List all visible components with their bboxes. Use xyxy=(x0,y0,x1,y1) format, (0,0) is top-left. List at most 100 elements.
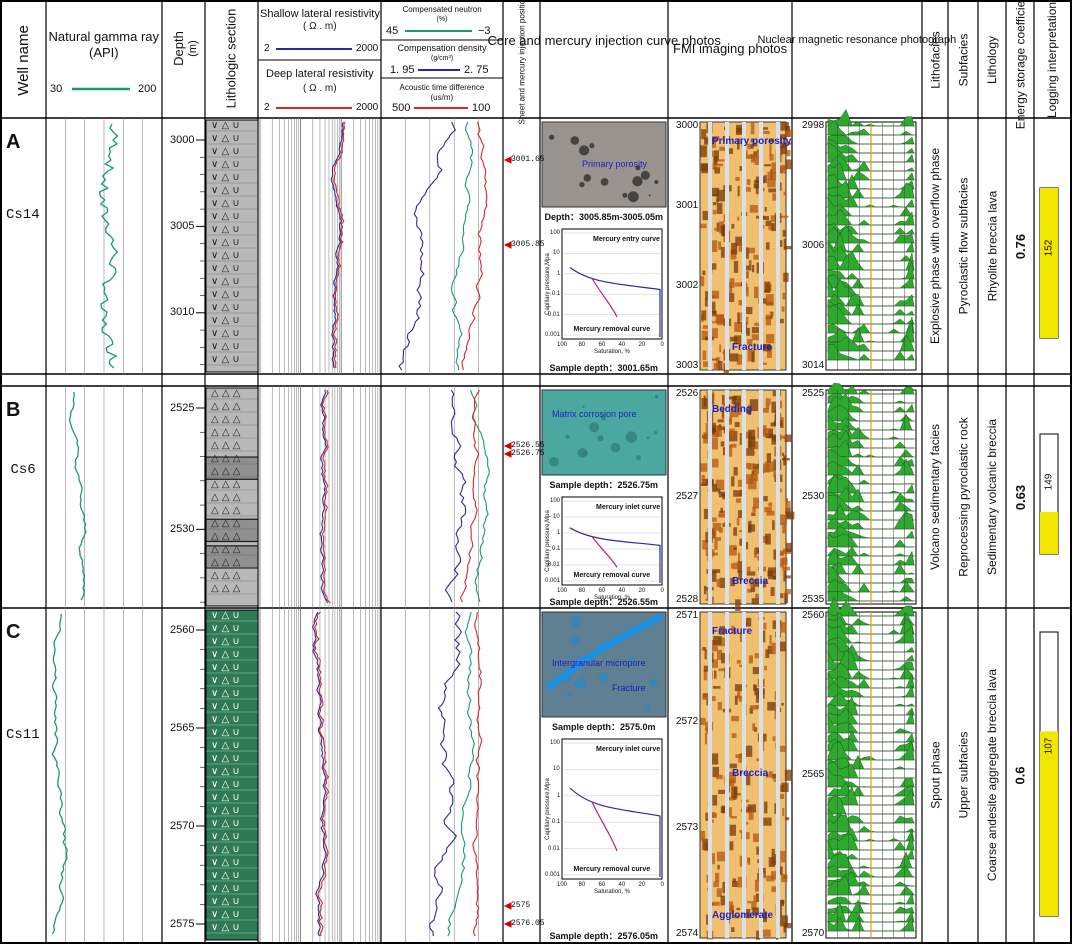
fmi-texture xyxy=(783,570,787,582)
fmi-texture xyxy=(749,153,755,159)
mercury-x-tick: 80 xyxy=(578,882,586,888)
fmi-texture xyxy=(748,520,752,533)
lithology-symbol: ∨ △ ∪ xyxy=(211,675,240,686)
fmi-texture xyxy=(780,850,787,863)
fmi-texture xyxy=(700,145,707,158)
fmi-texture xyxy=(715,872,720,883)
fmi-texture xyxy=(752,506,756,512)
fmi-texture xyxy=(784,769,793,781)
fmi-texture xyxy=(733,260,739,273)
acoustic-curve xyxy=(472,611,483,937)
fmi-texture xyxy=(711,596,714,605)
nmr-depth: 2565 xyxy=(802,769,825,780)
fmi-texture xyxy=(715,479,725,491)
nmr-depth: 2525 xyxy=(802,388,825,399)
fmi-texture xyxy=(764,801,768,814)
fmi-texture xyxy=(700,163,709,172)
fmi-texture xyxy=(747,857,751,863)
fmi-texture xyxy=(779,745,786,752)
fmi-texture xyxy=(774,414,777,424)
lithology-symbol: △ △ △ xyxy=(211,557,241,568)
fmi-texture xyxy=(714,227,718,231)
fmi-texture xyxy=(726,901,734,912)
fmi-texture xyxy=(732,562,739,570)
fmi-texture xyxy=(767,570,773,577)
fmi-texture xyxy=(710,853,716,865)
fmi-texture xyxy=(721,225,727,237)
lithology-symbol: △ △ △ xyxy=(211,492,241,503)
fmi-texture xyxy=(701,398,710,410)
lithology-symbol: ∨ △ ∪ xyxy=(211,172,240,183)
fmi-texture xyxy=(731,563,734,569)
core-texture xyxy=(578,145,590,156)
mercury-legend: Mercury removal curve xyxy=(573,865,651,873)
density-curve xyxy=(398,121,456,371)
lithology-symbol: ∨ △ ∪ xyxy=(211,159,240,170)
fmi-pad-gap xyxy=(759,390,763,604)
fmi-depth: 3002 xyxy=(676,280,699,291)
nmr-spectrum xyxy=(827,893,915,905)
fmi-texture xyxy=(745,474,754,484)
fmi-pad-gap xyxy=(708,612,712,938)
lithology-symbol: △ △ △ xyxy=(211,466,241,477)
mercury-y-tick: 100 xyxy=(550,740,561,746)
nmr-spectrum xyxy=(827,550,915,566)
fmi-texture xyxy=(716,222,720,232)
fmi-texture xyxy=(717,419,724,423)
fmi-texture xyxy=(726,282,733,293)
interpretation-value: 149 xyxy=(1042,473,1054,491)
lithology-symbol: ∨ △ ∪ xyxy=(211,133,240,144)
fmi-texture xyxy=(771,401,779,413)
fmi-texture xyxy=(710,310,717,317)
core-texture xyxy=(583,174,592,182)
fmi-texture xyxy=(712,795,718,806)
header-lithofacies: Lithofacies xyxy=(928,31,943,89)
fmi-texture xyxy=(765,403,770,410)
position-value: 3001.65 xyxy=(511,155,545,164)
lithology-symbol: △ △ △ xyxy=(211,414,241,425)
fmi-texture xyxy=(705,547,709,556)
fmi-texture xyxy=(736,354,743,365)
header-lithologic: Lithologic section xyxy=(223,8,239,108)
fmi-texture xyxy=(722,402,726,407)
nmr-spectrum xyxy=(827,382,915,395)
fmi-texture xyxy=(713,488,721,492)
mercury-x-tick: 60 xyxy=(598,882,606,888)
fmi-texture xyxy=(702,478,709,486)
core-texture xyxy=(610,442,621,453)
fmi-texture xyxy=(781,702,784,706)
fmi-texture xyxy=(738,510,746,518)
fmi-pad-gap xyxy=(742,390,746,604)
fmi-texture xyxy=(771,854,779,866)
fmi-texture xyxy=(730,578,735,587)
mercury-y-tick: 100 xyxy=(550,498,561,504)
fmi-texture xyxy=(769,634,772,645)
fmi-texture xyxy=(700,276,705,287)
core-texture xyxy=(632,176,643,187)
mercury-legend: Mercury removal curve xyxy=(573,325,651,333)
fmi-texture xyxy=(766,875,775,882)
nmr-depth: 2560 xyxy=(802,610,825,621)
fmi-texture xyxy=(781,557,788,566)
fmi-texture xyxy=(734,695,738,705)
fmi-texture xyxy=(705,291,709,300)
fmi-texture xyxy=(783,191,787,196)
fmi-texture xyxy=(728,771,736,784)
fmi-texture xyxy=(771,886,780,893)
shallow-resistivity-curve xyxy=(330,121,344,369)
fmi-texture xyxy=(749,707,753,714)
fmi-texture xyxy=(785,129,794,137)
position-value: 3005.85 xyxy=(511,240,545,249)
fmi-texture xyxy=(712,766,720,778)
lithology-symbol: ∨ △ ∪ xyxy=(211,649,240,660)
fmi-pad-gap xyxy=(776,390,780,604)
fmi-texture xyxy=(751,512,756,516)
fmi-texture xyxy=(709,483,717,492)
fmi-texture xyxy=(716,202,723,214)
depth-value: 3005 xyxy=(170,219,195,232)
fmi-texture xyxy=(710,328,718,339)
header-depth: Depth xyxy=(170,30,186,66)
fmi-texture xyxy=(764,507,772,513)
lithology-symbol: ∨ △ ∪ xyxy=(211,198,240,209)
